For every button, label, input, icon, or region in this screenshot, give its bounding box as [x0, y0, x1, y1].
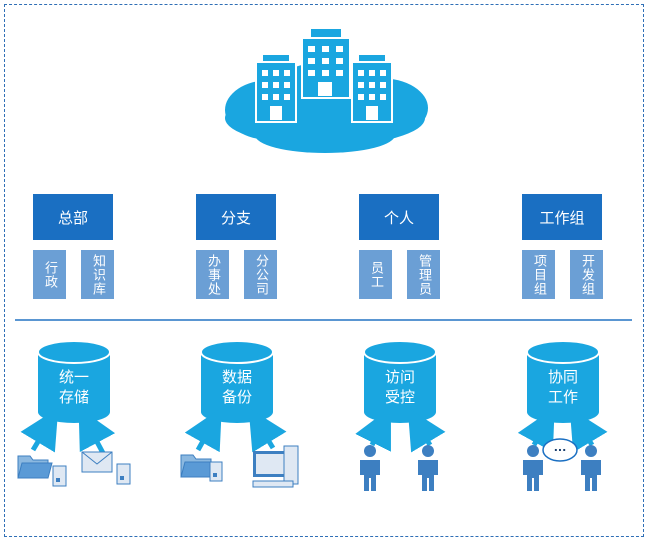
database-cylinder — [200, 340, 274, 423]
arrow — [20, 407, 59, 453]
speech-bubble-icon — [542, 438, 578, 462]
computer-icon — [252, 445, 299, 488]
sub-unit: 开发组 — [570, 250, 603, 299]
sub-unit-label: 办事处 — [205, 253, 220, 296]
database-cylinder — [363, 340, 437, 423]
sub-unit: 管理员 — [407, 250, 440, 299]
service-label-line: 受控 — [384, 388, 415, 406]
service-label-line: 备份 — [221, 388, 252, 406]
sub-unit: 行政 — [33, 250, 66, 299]
arrow — [517, 407, 555, 453]
person-icon — [360, 445, 380, 491]
sub-unit: 员工 — [359, 250, 392, 299]
section-divider — [15, 319, 632, 321]
phone-icon — [209, 461, 223, 482]
sub-unit-label: 管理员 — [416, 253, 431, 296]
service-label-line: 存储 — [58, 388, 89, 406]
sub-unit-label: 员工 — [368, 260, 383, 289]
org-unit-hq: 总部 — [33, 194, 113, 240]
sub-unit: 知识库 — [81, 250, 114, 299]
service-label-line: 协同 — [547, 368, 578, 386]
org-unit-branch: 分支 — [196, 194, 276, 240]
sub-unit: 分公司 — [244, 250, 277, 299]
person-icon — [418, 445, 438, 491]
folder-icon — [180, 454, 216, 478]
mail-icon — [81, 451, 113, 473]
org-unit-workgroup: 工作组 — [522, 194, 602, 240]
folder-icon — [17, 455, 53, 479]
service-label-line: 统一 — [58, 368, 89, 386]
sub-unit-label: 行政 — [42, 260, 57, 289]
arrow — [569, 407, 608, 453]
service-label-backup: 数据 备份 — [201, 367, 273, 407]
chat-bubble-text: ... — [553, 441, 567, 454]
service-label-line: 数据 — [221, 368, 252, 386]
service-label-access: 访问 受控 — [364, 367, 436, 407]
phone-icon — [116, 463, 131, 485]
org-unit-personal: 个人 — [359, 194, 439, 240]
arrow — [355, 407, 391, 452]
arrow — [407, 407, 446, 453]
service-label-collab: 协同 工作 — [527, 367, 599, 407]
diagram-frame — [4, 4, 644, 537]
sub-unit: 项目组 — [522, 250, 555, 299]
arrow — [248, 407, 287, 453]
database-cylinder — [526, 340, 600, 423]
service-label-line: 访问 — [384, 368, 415, 386]
building-icon — [351, 53, 393, 123]
person-icon — [581, 445, 601, 491]
database-cylinder — [37, 340, 111, 423]
person-icon — [523, 445, 543, 491]
service-label-storage: 统一 存储 — [38, 367, 110, 407]
building-icon — [255, 53, 297, 123]
phone-icon — [52, 465, 67, 487]
building-icon — [301, 27, 351, 99]
arrow — [78, 407, 116, 455]
sub-unit-label: 知识库 — [90, 253, 105, 296]
service-label-line: 工作 — [547, 388, 578, 406]
arrow — [184, 407, 222, 453]
sub-unit-label: 分公司 — [253, 253, 268, 296]
sub-unit: 办事处 — [196, 250, 229, 299]
sub-unit-label: 项目组 — [531, 253, 546, 296]
sub-unit-label: 开发组 — [579, 253, 594, 296]
